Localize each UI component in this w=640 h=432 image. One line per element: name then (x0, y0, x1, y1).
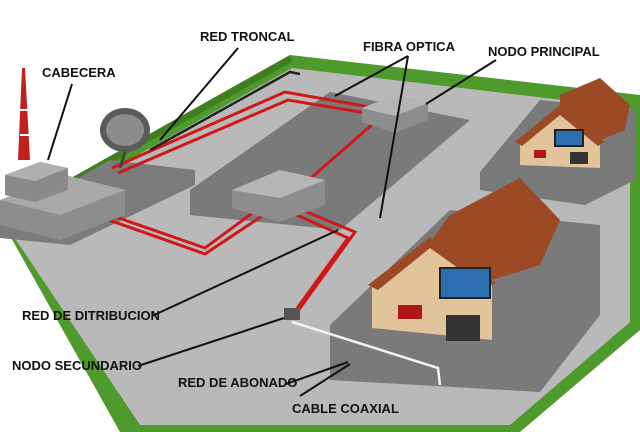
coaxial-cable (291, 320, 442, 386)
fiber-line-3 (89, 204, 263, 250)
house-bottom (368, 178, 560, 341)
label-red-troncal: RED TRONCAL (200, 29, 295, 44)
street-node-box (284, 308, 300, 320)
headend-buildings (0, 162, 125, 240)
leader-red-troncal (159, 47, 239, 141)
leader-fibra-2 (379, 55, 409, 219)
leader-fibra-1 (334, 55, 409, 97)
fiber-line-4 (91, 210, 269, 256)
fiber-line-5 (289, 203, 358, 316)
main-node-box (362, 95, 428, 133)
leader-abonado (285, 361, 349, 385)
trunk-trace (149, 70, 301, 152)
fiber-line-1 (111, 90, 376, 170)
label-red-distribucion: RED DE DITRIBUCION (22, 308, 160, 323)
label-nodo-principal: NODO PRINCIPAL (488, 44, 600, 59)
leader-distribucion (151, 229, 339, 317)
leader-cabecera (47, 83, 73, 161)
satellite-dish-icon (100, 108, 150, 169)
label-fibra-optica: FIBRA OPTICA (363, 39, 455, 54)
label-cabecera: CABECERA (42, 65, 116, 80)
label-nodo-secundario: NODO SECUNDARIO (12, 358, 143, 373)
fiber-lines (89, 90, 379, 319)
label-cable-coaxial: CABLE COAXIAL (292, 401, 399, 416)
label-red-abonado: RED DE ABONADO (178, 375, 298, 390)
leader-nodo-principal (425, 59, 497, 105)
secondary-node-box (232, 170, 325, 222)
fiber-line-2 (117, 98, 379, 175)
leader-secundario (137, 317, 285, 367)
fiber-line-6 (288, 210, 351, 319)
leader-coaxial (299, 363, 351, 397)
house-top (515, 78, 630, 168)
leader-lines (47, 47, 497, 397)
tower-icon (18, 68, 30, 160)
